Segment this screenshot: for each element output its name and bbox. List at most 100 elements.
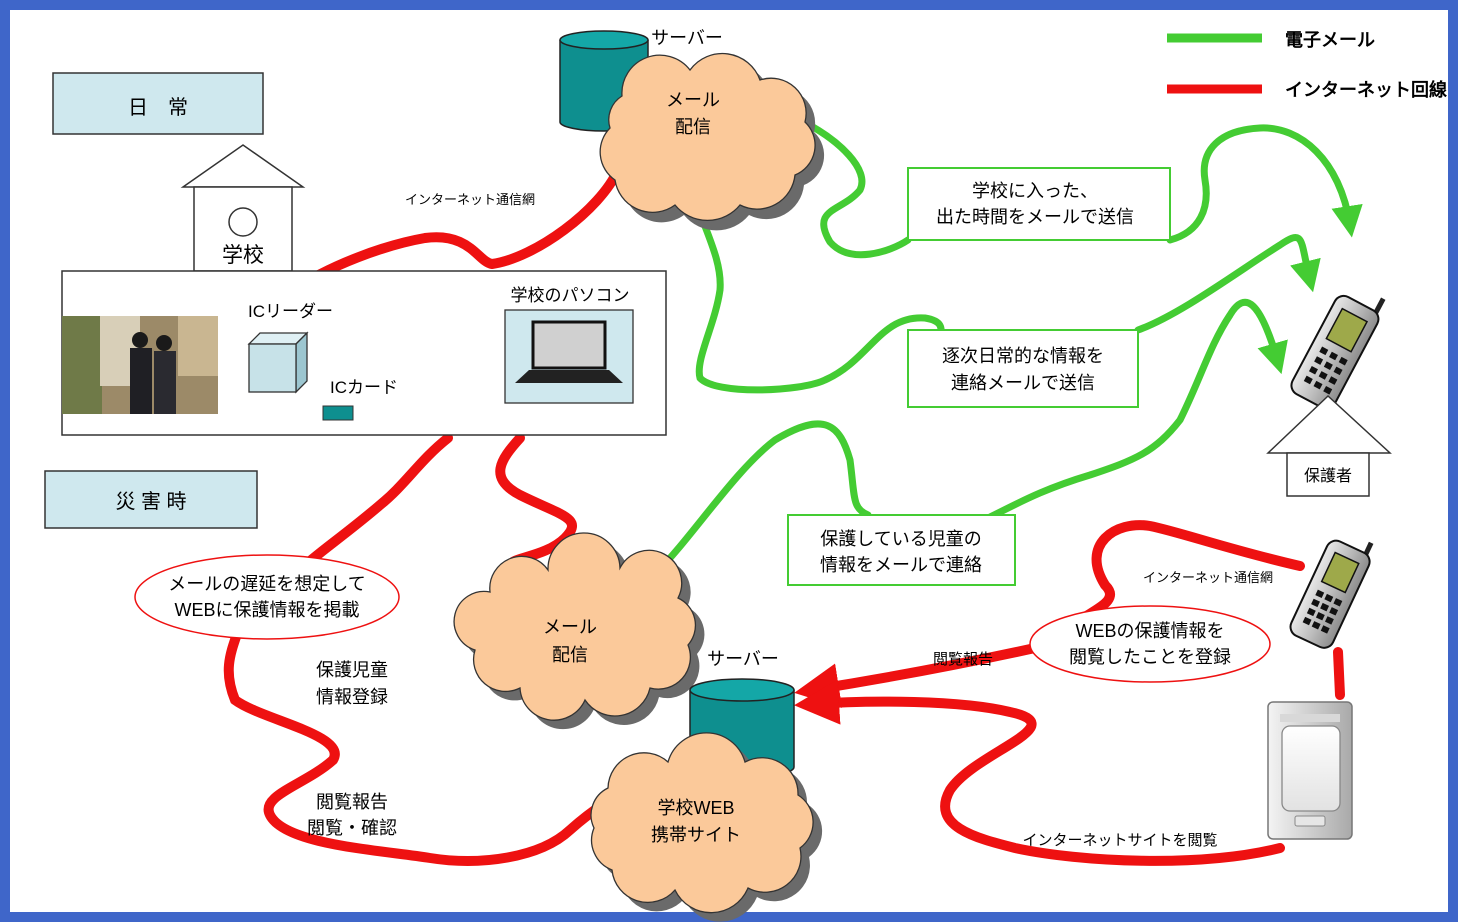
- top-server-label: サーバー: [651, 28, 723, 48]
- child-info-line-2: 情報登録: [316, 687, 388, 707]
- guardian-key: [1318, 371, 1328, 380]
- second-key: [1329, 607, 1339, 616]
- register-oval: [1029, 605, 1271, 683]
- school-roof: [180, 144, 306, 188]
- second-key: [1320, 625, 1330, 634]
- guardian-key: [1323, 361, 1333, 371]
- second-key: [1311, 621, 1321, 630]
- second-key: [1333, 598, 1343, 607]
- guardian-key: [1323, 386, 1333, 395]
- guardian-label: 保護者: [1304, 467, 1352, 485]
- guardian-key: [1333, 366, 1343, 376]
- site-browse-label: インターネットサイトを閲覧: [1022, 832, 1217, 849]
- entry-exit-line-2: 出た時間をメールで送信: [936, 207, 1134, 227]
- guardian-phone-keypad: [1303, 346, 1348, 395]
- guardian-key: [1338, 356, 1348, 366]
- legend-email-label: 電子メール: [1285, 30, 1375, 50]
- disaster-mode-box: [44, 470, 258, 529]
- top-cloud-line-1: メール: [666, 90, 720, 110]
- internet-line-phone-oval: [1075, 520, 1305, 625]
- smartphone-icon: [1267, 701, 1353, 840]
- guardian-house-roof: [1266, 394, 1392, 454]
- entry-exit-box: [907, 167, 1171, 241]
- entry-exit-line-1: 学校に入った、: [972, 181, 1098, 201]
- protected-child-line-2: 情報をメールで連絡: [820, 555, 982, 575]
- photo-person-head-2: [156, 335, 172, 351]
- student-photo: [62, 316, 218, 414]
- school-building: 学校: [180, 144, 306, 272]
- legend-internet-label: インターネット回線: [1285, 79, 1447, 100]
- internet-lines: [223, 165, 1345, 866]
- ic-card-label: ICカード: [330, 378, 398, 397]
- middle-cloud-line-2: 配信: [552, 645, 588, 665]
- middle-cloud-shape: [453, 532, 697, 721]
- guardian-key: [1313, 380, 1323, 390]
- guardian-house: 保護者: [1266, 394, 1392, 497]
- internet-arrow-view-report: [794, 643, 1040, 708]
- guardian-phone-icon: [1290, 294, 1386, 410]
- photo-person-body-2: [154, 351, 176, 414]
- second-phone-icon: [1289, 539, 1374, 649]
- guardian-phone-body-group: [1290, 294, 1386, 410]
- laptop-keyboard: [515, 370, 623, 383]
- ic-reader-front: [248, 343, 297, 393]
- photo-trees: [62, 316, 102, 414]
- pc-label: 学校のパソコン: [511, 286, 630, 305]
- network-label-right: インターネット通信網: [1143, 570, 1273, 585]
- ic-reader-side: [295, 331, 308, 394]
- second-key: [1324, 616, 1334, 625]
- internet-line-phone-pda: [1333, 647, 1345, 700]
- daily-info-line-2: 連絡メールで送信: [951, 373, 1095, 393]
- view-confirm-line-2: 閲覧・確認: [307, 818, 397, 838]
- email-line-cloud-box3: [651, 420, 872, 578]
- second-key: [1315, 589, 1325, 599]
- guardian-house-wall: [1286, 452, 1370, 497]
- delay-oval: [134, 554, 400, 640]
- guardian-key: [1314, 356, 1324, 365]
- normal-mode-label: 日 常: [128, 96, 188, 119]
- smartphone-screen: [1281, 725, 1341, 812]
- internet-arrow-site-browse: [794, 679, 1285, 866]
- disaster-mode-label: 災 害 時: [115, 490, 186, 513]
- ic-reader-icon: [247, 331, 309, 394]
- ic-card-icon: [322, 405, 354, 421]
- laptop-icon: [504, 309, 634, 404]
- web-cloud: 学校WEB 携帯サイト: [590, 732, 823, 922]
- email-lines: [651, 116, 1363, 578]
- middle-cloud-line-1: メール: [543, 617, 597, 637]
- email-arrow-box1-phone: [1166, 124, 1363, 244]
- top-cloud-line-2: 配信: [675, 117, 711, 137]
- bottom-server-label: サーバー: [707, 649, 779, 669]
- register-oval-line-2: 閲覧したことを登録: [1069, 647, 1231, 667]
- delay-oval-line-2: WEBに保護情報を掲載: [174, 600, 359, 620]
- network-label-top: インターネット通信網: [405, 192, 535, 207]
- guardian-phone-antenna: [1373, 297, 1386, 314]
- guardian-phone-screen: [1325, 307, 1369, 353]
- delay-oval-line-1: メールの遅延を想定して: [168, 574, 365, 594]
- email-line-server-box2: [694, 204, 945, 394]
- email-arrow-box3-phone: [986, 298, 1288, 521]
- second-key: [1302, 616, 1312, 626]
- guardian-key: [1328, 376, 1338, 385]
- school-label: 学校: [222, 244, 264, 267]
- second-key: [1315, 611, 1325, 621]
- internet-line-oval-web: [223, 620, 617, 866]
- daily-info-line-1: 逐次日常的な情報を: [942, 346, 1104, 366]
- photo-wall: [178, 316, 218, 376]
- web-cloud-line-1: 学校WEB: [657, 798, 734, 818]
- web-cloud-line-2: 携帯サイト: [651, 825, 741, 845]
- second-phone-body-group: [1289, 539, 1374, 649]
- ic-reader-label: ICリーダー: [248, 302, 333, 321]
- middle-cloud: メール 配信: [453, 532, 705, 730]
- register-oval-line-1: WEBの保護情報を: [1075, 621, 1224, 641]
- photo-person-head-1: [132, 332, 148, 348]
- email-line-server-box1: [796, 116, 912, 259]
- second-phone-keypad: [1302, 589, 1343, 634]
- laptop-screen: [531, 320, 607, 370]
- normal-mode-box: [52, 72, 264, 135]
- child-info-line-1: 保護児童: [316, 660, 388, 680]
- guardian-phone-casing: [1290, 294, 1380, 410]
- second-key: [1311, 598, 1320, 608]
- second-key: [1306, 607, 1316, 617]
